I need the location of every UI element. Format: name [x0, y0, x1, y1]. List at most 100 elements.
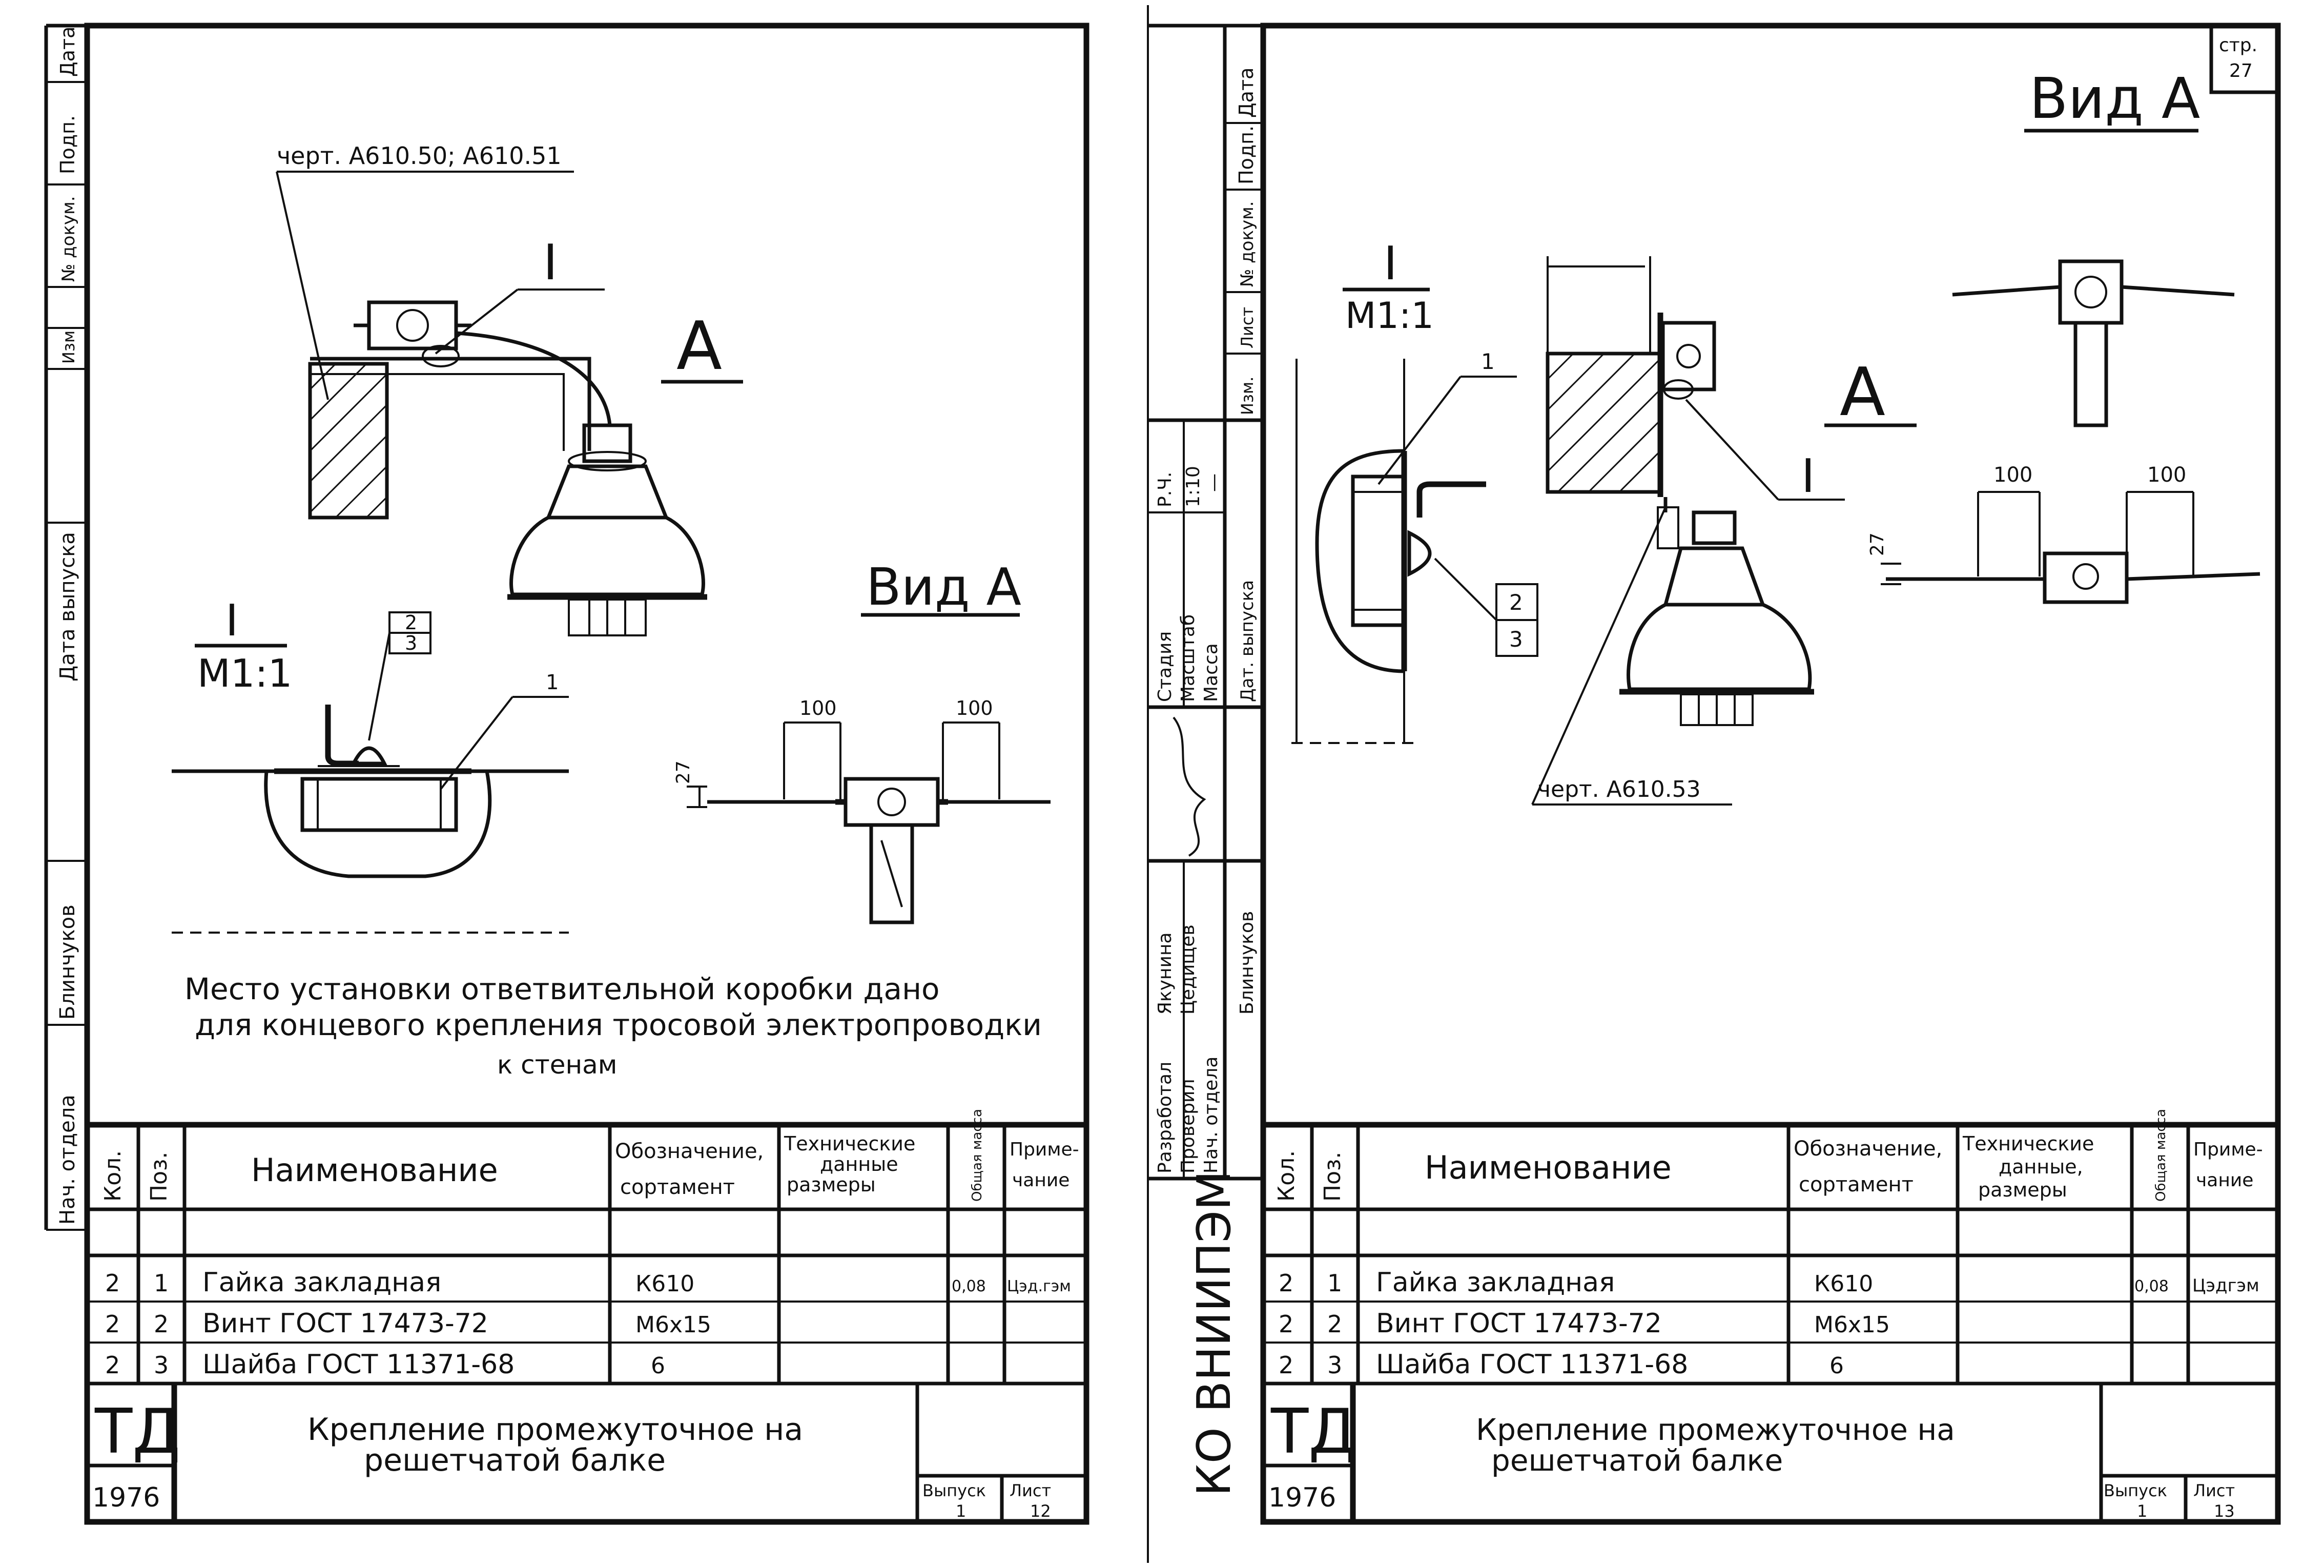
left-view-a-title: Вид А	[866, 557, 1021, 617]
right-callout-bottom: черт. А610.53	[1537, 776, 1701, 802]
right-stamp-chk-name: Цедищев	[1178, 924, 1199, 1015]
left-th-designation2: сортамент	[620, 1175, 735, 1199]
stamp-change: Изм.	[59, 325, 78, 364]
left-th-note1: Приме-	[1010, 1139, 1079, 1160]
svg-text:2: 2	[1279, 1310, 1293, 1338]
svg-text:2: 2	[105, 1269, 120, 1297]
svg-text:Цэдгэм: Цэдгэм	[2192, 1275, 2259, 1296]
right-th-name: Наименование	[1425, 1149, 1672, 1186]
left-issue-label: Выпуск	[922, 1481, 986, 1500]
left-note-3: к стенам	[497, 1050, 618, 1080]
svg-text:2: 2	[1327, 1310, 1342, 1338]
left-callout-top: черт. А610.50; А610.51	[277, 142, 562, 170]
left-detail-scale: М1:1	[197, 651, 292, 696]
right-dim-100-b: 100	[2147, 463, 2186, 487]
svg-text:1: 1	[1327, 1269, 1342, 1297]
left-th-qty: Кол.	[100, 1150, 126, 1202]
right-dim-100-a: 100	[1993, 463, 2032, 487]
right-side-stamp	[1148, 24, 1263, 1181]
left-lamp	[507, 423, 707, 636]
right-stamp-dev-name: Якунина	[1155, 932, 1176, 1015]
right-dim-27: 27	[1867, 532, 1888, 556]
right-frame	[1260, 23, 2281, 1525]
left-view-a-drawing	[687, 721, 1051, 924]
svg-text:2: 2	[154, 1310, 169, 1338]
right-th-tech2: данные,	[1999, 1156, 2083, 1178]
right-view-a-plan	[1881, 491, 2260, 604]
left-note-2: для концевого крепления тросовой электро…	[195, 1007, 1042, 1042]
right-detail-scale: М1:1	[1345, 295, 1434, 337]
svg-text:2: 2	[1279, 1269, 1293, 1297]
right-th-tech3: размеры	[1978, 1179, 2067, 1201]
left-table-row: 2 2 Винт ГОСТ 17473-72 М6х15	[105, 1308, 711, 1339]
left-bracket	[310, 357, 591, 451]
left-dim-100-a: 100	[799, 697, 837, 719]
left-dim-100-b: 100	[956, 697, 993, 719]
stamp-head-dept: Нач. отдела	[56, 1095, 79, 1225]
right-section-mark: I	[1801, 449, 1815, 503]
right-view-a-title: Вид А	[2029, 66, 2200, 131]
stamp-surname: Блинчуков	[56, 904, 79, 1020]
right-stamp-scale-val: 1:10	[1183, 466, 1204, 507]
svg-text:М6х15: М6х15	[1814, 1312, 1890, 1338]
left-th-tech1: Технические	[784, 1132, 915, 1155]
right-view-a-top	[1952, 259, 2235, 427]
svg-text:Гайка закладная: Гайка закладная	[1376, 1267, 1615, 1298]
svg-text:6: 6	[651, 1353, 665, 1379]
right-table-row: 2 2 Винт ГОСТ 17473-72 М6х15	[1279, 1308, 1890, 1339]
right-th-designation1: Обозначение,	[1794, 1137, 1942, 1161]
svg-text:3: 3	[1327, 1351, 1342, 1379]
svg-text:2: 2	[105, 1351, 120, 1379]
right-stamp-signed: Подп.	[1235, 126, 1258, 184]
svg-text:Шайба ГОСТ 11371-68: Шайба ГОСТ 11371-68	[1376, 1349, 1688, 1380]
svg-text:К610: К610	[635, 1271, 694, 1297]
svg-text:М6х15: М6х15	[635, 1312, 711, 1338]
right-pos3: 3	[1509, 627, 1523, 652]
right-assembly-drawing	[1546, 256, 1814, 726]
svg-text:Шайба ГОСТ 11371-68: Шайба ГОСТ 11371-68	[202, 1349, 515, 1380]
left-th-name: Наименование	[251, 1151, 498, 1189]
left-frame	[84, 23, 1089, 1525]
left-td: ТД	[94, 1396, 180, 1468]
right-stamp-doc-no: № докум.	[1237, 201, 1258, 287]
left-wall-hatch	[309, 363, 388, 519]
left-sheet-label: Лист	[1010, 1481, 1051, 1500]
right-stamp-issue-date: Дат. выпуска	[1237, 580, 1258, 702]
left-pos3: 3	[405, 632, 417, 654]
left-sheet: Дата Подп. № докум. Изм. Дата выпуска Бл…	[44, 23, 1089, 1525]
left-issue-val: 1	[956, 1501, 966, 1521]
left-section-mark: I	[543, 235, 558, 291]
left-th-mass: Общая масса	[970, 1109, 985, 1202]
svg-text:Винт ГОСТ 17473-72: Винт ГОСТ 17473-72	[202, 1308, 488, 1339]
right-th-designation2: сортамент	[1799, 1173, 1914, 1196]
left-th-tech3: размеры	[787, 1173, 876, 1196]
right-page-number: 27	[2229, 60, 2253, 81]
left-th-tech2: данные	[820, 1153, 898, 1175]
svg-text:1: 1	[154, 1269, 169, 1297]
right-label-a: А	[1840, 353, 1885, 431]
right-page-label: стр.	[2219, 35, 2257, 56]
left-title-block	[87, 1384, 1086, 1522]
right-table-row: 2 1 Гайка закладная К610 0,08 Цэдгэм	[1279, 1267, 2259, 1298]
right-stamp-mass-val: —	[1203, 473, 1224, 492]
svg-text:2: 2	[105, 1310, 120, 1338]
right-stamp-stage-val: Р.Ч.	[1155, 472, 1176, 507]
left-sheet-val: 12	[1030, 1501, 1051, 1521]
right-stamp-scale: Масштаб	[1178, 614, 1199, 702]
right-th-qty: Кол.	[1273, 1150, 1300, 1202]
right-spec-table	[1263, 1122, 2278, 1386]
left-title-2: решетчатой балке	[364, 1442, 666, 1478]
svg-text:2: 2	[1279, 1351, 1293, 1379]
right-sheet: стр. 27 Дата Подп. № докум. Лист Изм. Р.…	[1148, 23, 2281, 1525]
right-issue-label: Выпуск	[2104, 1481, 2167, 1500]
right-title-1: Крепление промежуточное на	[1476, 1412, 1955, 1447]
right-stamp-head-name: Блинчуков	[1237, 911, 1258, 1015]
right-stamp-org: КО ВНИИПЭМ	[1187, 1170, 1241, 1496]
right-th-note2: чание	[2196, 1170, 2253, 1191]
right-sheet-val: 13	[2214, 1501, 2235, 1521]
signature-mark	[1173, 716, 1206, 857]
right-stamp-date: Дата	[1235, 68, 1258, 118]
left-pos1: 1	[546, 671, 559, 694]
svg-text:Гайка закладная: Гайка закладная	[202, 1267, 441, 1298]
